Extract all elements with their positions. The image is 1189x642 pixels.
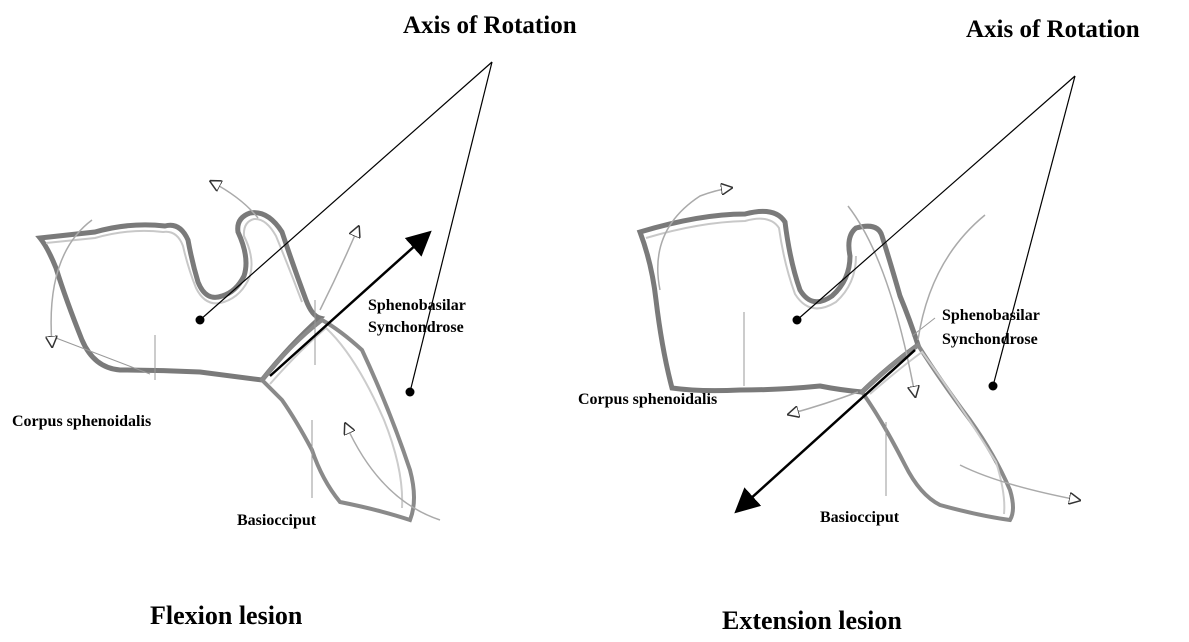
right-corpus-sphenoidalis-label: Corpus sphenoidalis <box>578 390 717 410</box>
left-basiocciput-label: Basiocciput <box>237 511 316 531</box>
sphenoid-outline-left <box>40 213 320 380</box>
flexion-diagram <box>40 62 492 520</box>
sphenoid-outline-right <box>640 211 918 392</box>
right-synchondrose-label-line1: Sphenobasilar <box>942 306 1040 326</box>
left-corpus-sphenoidalis-label: Corpus sphenoidalis <box>12 412 151 432</box>
left-synchondrose-label-line1: Sphenobasilar <box>368 296 466 316</box>
right-basiocciput-label: Basiocciput <box>820 508 899 528</box>
extension-diagram <box>640 76 1078 520</box>
right-axis-of-rotation-label: Axis of Rotation <box>966 16 1140 44</box>
extension-lesion-caption: Extension lesion <box>722 606 902 636</box>
right-synchondrose-label-line2: Synchondrose <box>942 330 1038 350</box>
flexion-lesion-caption: Flexion lesion <box>150 601 302 631</box>
basiocciput-outline-right <box>862 345 1013 520</box>
left-axis-of-rotation-label: Axis of Rotation <box>403 12 577 40</box>
left-synchondrose-label-line2: Synchondrose <box>368 318 464 338</box>
